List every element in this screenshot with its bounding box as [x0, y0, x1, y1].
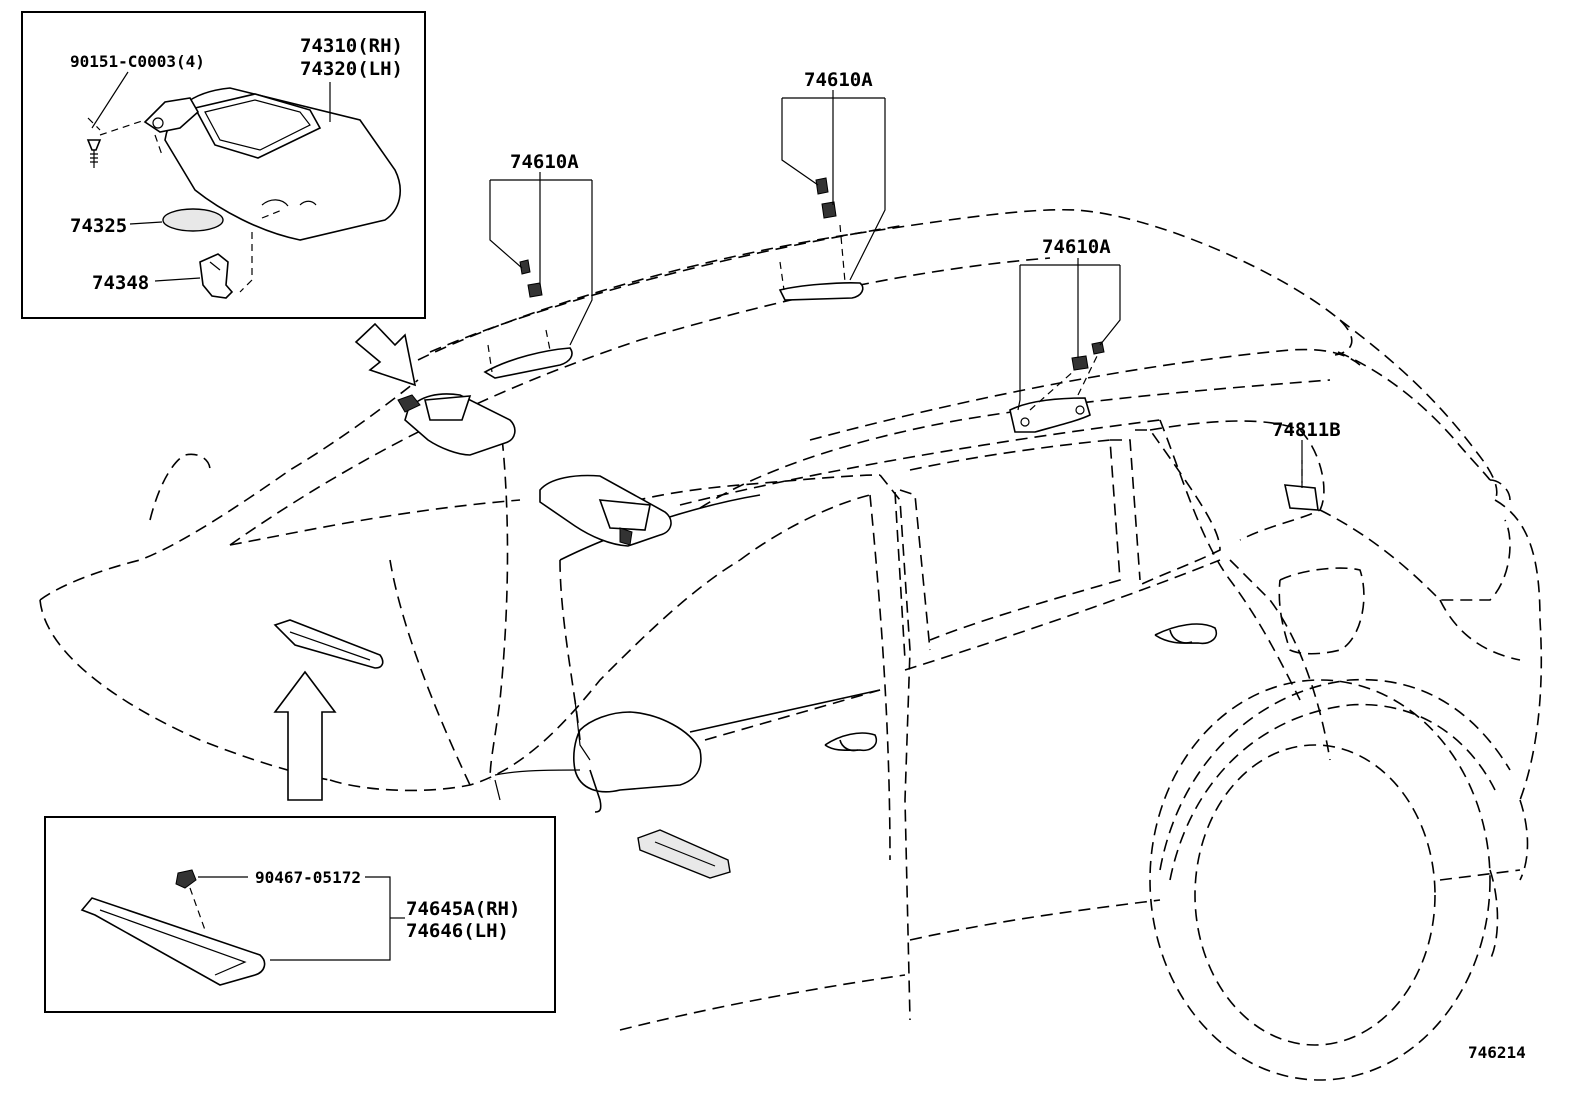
- trim-inset-box: [44, 816, 556, 1013]
- label-clip: 90467-05172: [255, 868, 361, 887]
- label-trim-lh: 74646(LH): [406, 920, 509, 942]
- visor-installed-lh: [539, 474, 672, 547]
- label-assist-grip-1: 74610A: [510, 151, 579, 173]
- label-screw: 90151-C0003(4): [70, 52, 205, 71]
- label-visor-lh: 74320(LH): [300, 58, 403, 80]
- callout-labels: 90151-C0003(4) 74310(RH) 74320(LH) 74325…: [70, 35, 1526, 1062]
- label-trim-rh: 74645A(RH): [406, 898, 520, 920]
- label-assist-grip-3: 74610A: [1042, 236, 1111, 258]
- label-visor-holder: 74348: [92, 272, 149, 294]
- label-assist-grip-2: 74610A: [804, 69, 873, 91]
- vehicle-outline: [39, 208, 1543, 1081]
- label-rear-part: 74811B: [1272, 419, 1341, 441]
- visor-installed-rh: [397, 393, 516, 456]
- trim-installed-right: [637, 829, 731, 879]
- diagram-number: 746214: [1468, 1043, 1526, 1062]
- arrow-down-right: [354, 322, 417, 387]
- assist-grip-front-installed: [483, 329, 573, 379]
- clip-markers: [519, 177, 1105, 371]
- assist-grip-mid-installed: [778, 224, 864, 301]
- visor-inset-box: [21, 11, 426, 319]
- label-visor-cover: 74325: [70, 215, 127, 237]
- callout-leaders: [489, 90, 1303, 483]
- trim-installed-left: [273, 619, 384, 669]
- label-visor-rh: 74310(RH): [300, 35, 403, 57]
- assist-grip-rear-installed: [1009, 349, 1101, 433]
- arrow-up: [273, 670, 337, 801]
